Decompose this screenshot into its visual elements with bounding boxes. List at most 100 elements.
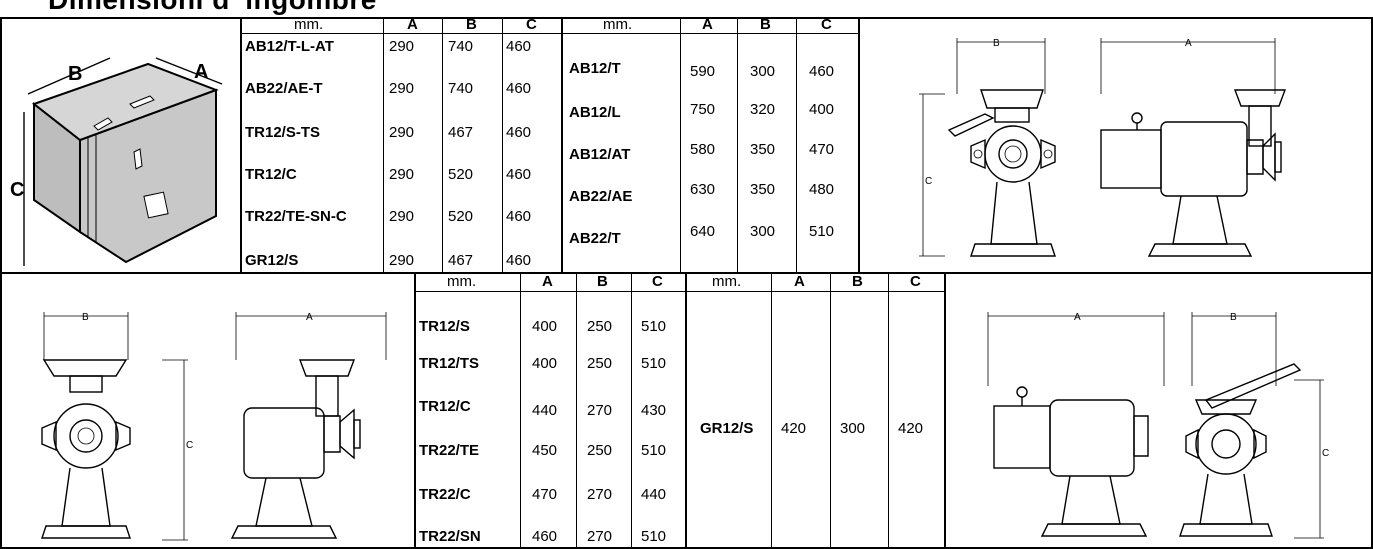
table3-header-c: C bbox=[652, 273, 663, 290]
table3-row-model: TR22/SN bbox=[419, 528, 481, 545]
table2-row-b: 300 bbox=[750, 63, 776, 80]
table4-row-model: GR12/S bbox=[700, 420, 754, 437]
table1-row-c: 460 bbox=[506, 166, 532, 183]
table3-row-a: 440 bbox=[532, 402, 558, 419]
table1-row-b: 520 bbox=[448, 208, 474, 225]
table3-row-b: 270 bbox=[587, 486, 613, 503]
table3-row-c: 510 bbox=[641, 528, 667, 545]
table1-row-b: 467 bbox=[448, 124, 474, 141]
packing-box-illustration: B A C bbox=[10, 57, 223, 266]
table3-row-b: 250 bbox=[587, 355, 613, 372]
table4-header-mm: mm. bbox=[712, 273, 742, 290]
table1-row-b: 740 bbox=[448, 38, 474, 55]
table2-row-c: 460 bbox=[809, 63, 835, 80]
table3-row-b: 250 bbox=[587, 442, 613, 459]
table3-header-mm: mm. bbox=[447, 273, 477, 290]
table2-row-b: 350 bbox=[750, 141, 776, 158]
table2-header-c: C bbox=[821, 16, 832, 33]
table2-header-a: A bbox=[702, 16, 713, 33]
table3-row-c: 510 bbox=[641, 442, 667, 459]
bottom-left-dim-c-label: C bbox=[186, 440, 193, 451]
bottom-right-dim-c-label: C bbox=[1322, 448, 1329, 459]
table2-row-a: 630 bbox=[690, 181, 716, 198]
table3-header-b: B bbox=[597, 273, 608, 290]
table2-header-b: B bbox=[760, 16, 771, 33]
table4-row-c: 420 bbox=[898, 420, 924, 437]
table2-row-model: AB12/T bbox=[569, 60, 621, 77]
meat-grinder-drawing-top-right: B A C bbox=[919, 38, 1287, 257]
table1-row-b: 520 bbox=[448, 166, 474, 183]
table2-row-a: 640 bbox=[690, 223, 716, 240]
table3-row-model: TR12/TS bbox=[419, 355, 480, 372]
table3-row-b: 270 bbox=[587, 402, 613, 419]
table1-row-model: TR22/TE-SN-C bbox=[245, 208, 347, 225]
table3-row-model: TR22/C bbox=[419, 486, 471, 503]
table2-row-model: AB22/AE bbox=[569, 188, 633, 205]
table1-row-a: 290 bbox=[389, 208, 415, 225]
table1-row-a: 290 bbox=[389, 166, 415, 183]
table2-header-mm: mm. bbox=[603, 16, 633, 33]
table1-row-b: 740 bbox=[448, 80, 474, 97]
table1-row-model: GR12/S bbox=[245, 252, 299, 269]
table3-row-model: TR22/TE bbox=[419, 442, 480, 459]
table1-row-c: 460 bbox=[506, 252, 532, 269]
table4-row-a: 420 bbox=[781, 420, 807, 437]
table2-row-c: 480 bbox=[809, 181, 835, 198]
table1-row-model: TR12/C bbox=[245, 166, 297, 183]
table2-row-b: 320 bbox=[750, 101, 776, 118]
table4-header-b: B bbox=[852, 273, 863, 290]
table1-header-a: A bbox=[407, 16, 418, 33]
table1-row-c: 460 bbox=[506, 124, 532, 141]
table1-header-c: C bbox=[526, 16, 537, 33]
table2-row-b: 300 bbox=[750, 223, 776, 240]
table3-row-b: 250 bbox=[587, 318, 613, 335]
table1-row-a: 290 bbox=[389, 38, 415, 55]
table4-header-a: A bbox=[794, 273, 805, 290]
table1-row-c: 460 bbox=[506, 38, 532, 55]
table1-row-a: 290 bbox=[389, 124, 415, 141]
table3-row-c: 510 bbox=[641, 355, 667, 372]
table3-header-a: A bbox=[542, 273, 553, 290]
bottom-right-dim-a-label: A bbox=[1074, 312, 1081, 323]
table4-row-b: 300 bbox=[840, 420, 866, 437]
table2-row-c: 470 bbox=[809, 141, 835, 158]
table4-header-c: C bbox=[910, 273, 921, 290]
table2-row-model: AB12/L bbox=[569, 104, 621, 121]
meat-grinder-drawing-bottom-right: A B C bbox=[987, 312, 1329, 539]
box-label-b: B bbox=[68, 63, 82, 85]
table1-row-c: 460 bbox=[506, 208, 532, 225]
table2-row-a: 590 bbox=[690, 63, 716, 80]
table1-row-c: 460 bbox=[506, 80, 532, 97]
table2-row-a: 580 bbox=[690, 141, 716, 158]
table2-row-a: 750 bbox=[690, 101, 716, 118]
table1-header-b: B bbox=[466, 16, 477, 33]
top-dim-a-label: A bbox=[1185, 38, 1192, 49]
table3-row-b: 270 bbox=[587, 528, 613, 545]
table3-row-a: 400 bbox=[532, 355, 558, 372]
table3-row-c: 440 bbox=[641, 486, 667, 503]
top-dim-c-label: C bbox=[925, 176, 932, 187]
table3-row-a: 450 bbox=[532, 442, 558, 459]
bottom-right-dim-b-label: B bbox=[1230, 312, 1237, 323]
table2-row-c: 400 bbox=[809, 101, 835, 118]
table3-row-c: 510 bbox=[641, 318, 667, 335]
table2-row-model: AB12/AT bbox=[569, 146, 631, 163]
table3-row-a: 460 bbox=[532, 528, 558, 545]
table2-row-b: 350 bbox=[750, 181, 776, 198]
top-dim-b-label: B bbox=[993, 38, 1000, 49]
table2-row-model: AB22/T bbox=[569, 230, 621, 247]
table2-row-c: 510 bbox=[809, 223, 835, 240]
table3-row-a: 470 bbox=[532, 486, 558, 503]
page-title: Dimensioni d' ingombre bbox=[48, 0, 377, 16]
table1-row-model: TR12/S-TS bbox=[245, 124, 321, 141]
box-label-c: C bbox=[10, 179, 24, 201]
table3-row-a: 400 bbox=[532, 318, 558, 335]
table1-row-b: 467 bbox=[448, 252, 474, 269]
table1-row-model: AB12/T-L-AT bbox=[245, 38, 334, 55]
table1-row-a: 290 bbox=[389, 252, 415, 269]
table1-row-a: 290 bbox=[389, 80, 415, 97]
bottom-left-dim-a-label: A bbox=[306, 312, 313, 323]
table1-row-model: AB22/AE-T bbox=[245, 80, 323, 97]
table1-header-mm: mm. bbox=[294, 16, 324, 33]
box-label-a: A bbox=[194, 61, 208, 83]
